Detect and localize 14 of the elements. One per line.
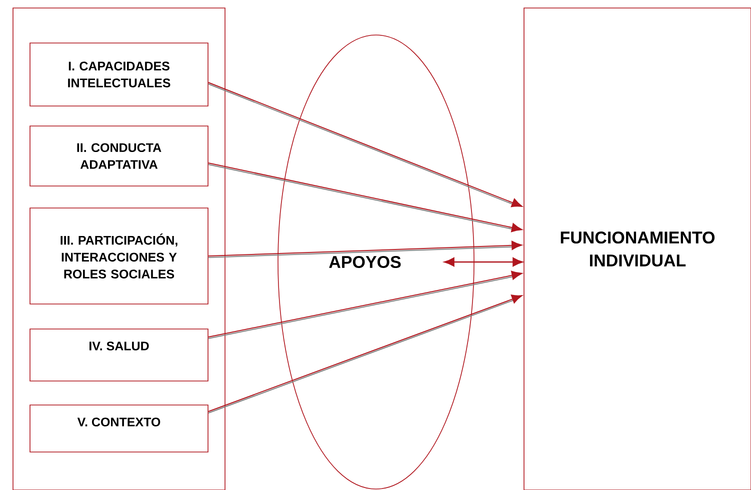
group-box	[12, 8, 226, 490]
category-box: II. CONDUCTA ADAPTATIVA	[30, 126, 208, 186]
support-label: APOYOS	[329, 256, 401, 268]
arrow	[208, 162, 522, 232]
category-box: IV. SALUD	[30, 328, 208, 382]
category-box: III. PARTICIPACIÓN, INTERACCIONES Y ROLES SOCIALES	[30, 208, 208, 304]
arrow	[444, 258, 523, 266]
category-box: V. CONTEXTO	[30, 404, 208, 452]
arrow	[208, 294, 522, 414]
category-box: I. CAPACIDADES INTELECTUALES	[30, 42, 208, 106]
arrow	[208, 270, 522, 339]
arrow	[208, 240, 522, 258]
result-box: FUNCIONAMIENTO INDIVIDUAL	[524, 8, 751, 490]
arrow	[208, 82, 522, 208]
